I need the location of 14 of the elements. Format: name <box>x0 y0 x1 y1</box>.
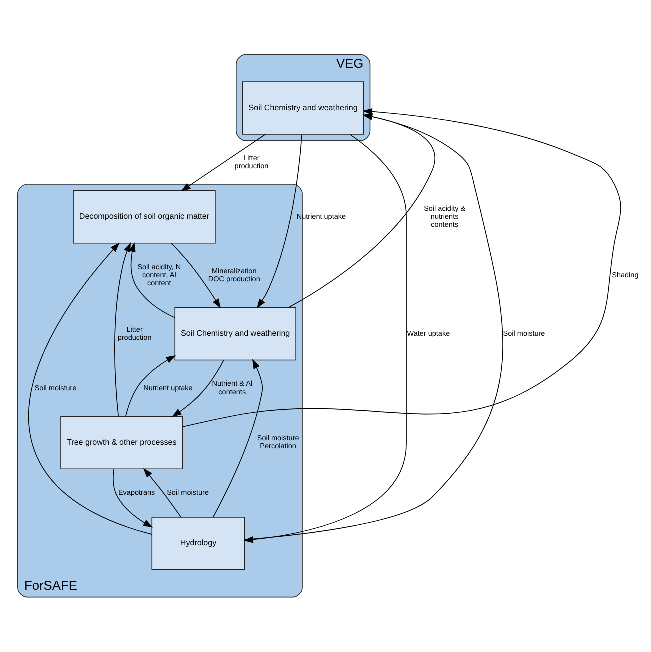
edge-label: Soil moisture Percolation <box>257 434 300 451</box>
edge-label: Soil moisture <box>34 383 77 392</box>
edge-label: Soil acidity & nutrients contents <box>424 204 466 229</box>
edge-label: Soil acidity, N content, Al content <box>138 262 182 288</box>
edge-label: Evapotrans <box>118 488 156 498</box>
edge-label: Mineralization DOC production <box>208 266 260 284</box>
edge-label: Water uptake <box>407 328 450 338</box>
edge-label: Litter production <box>234 153 269 171</box>
edge-label: Soil moisture <box>503 328 546 338</box>
edge-label: Shading <box>612 270 639 280</box>
edge-label: Soil moisture <box>167 488 209 498</box>
edge-label: Litter production <box>118 324 152 342</box>
edge-label: Nutrient uptake <box>144 383 193 392</box>
edge-label: Nutrient & Al contents <box>212 379 253 396</box>
